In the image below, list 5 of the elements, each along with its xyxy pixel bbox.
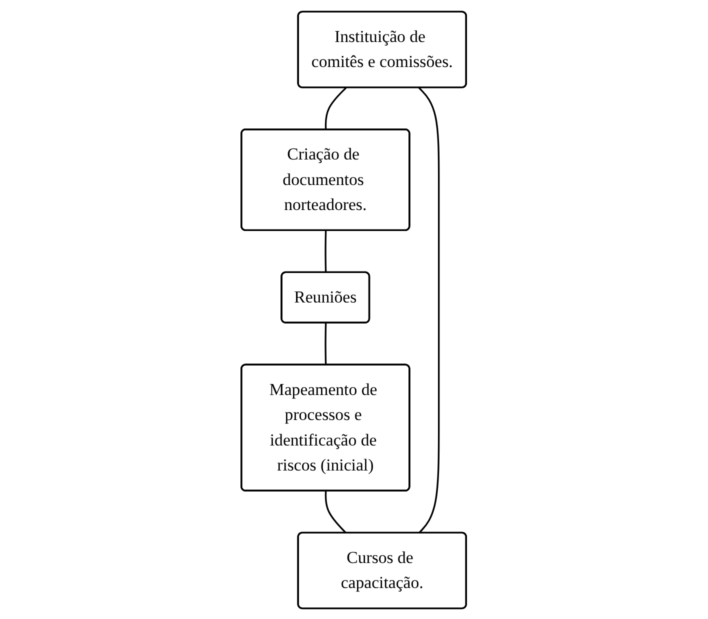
connector	[324, 230, 327, 272]
connector	[325, 490, 347, 534]
connector	[418, 86, 440, 534]
connector	[324, 322, 327, 365]
connector	[325, 86, 347, 130]
